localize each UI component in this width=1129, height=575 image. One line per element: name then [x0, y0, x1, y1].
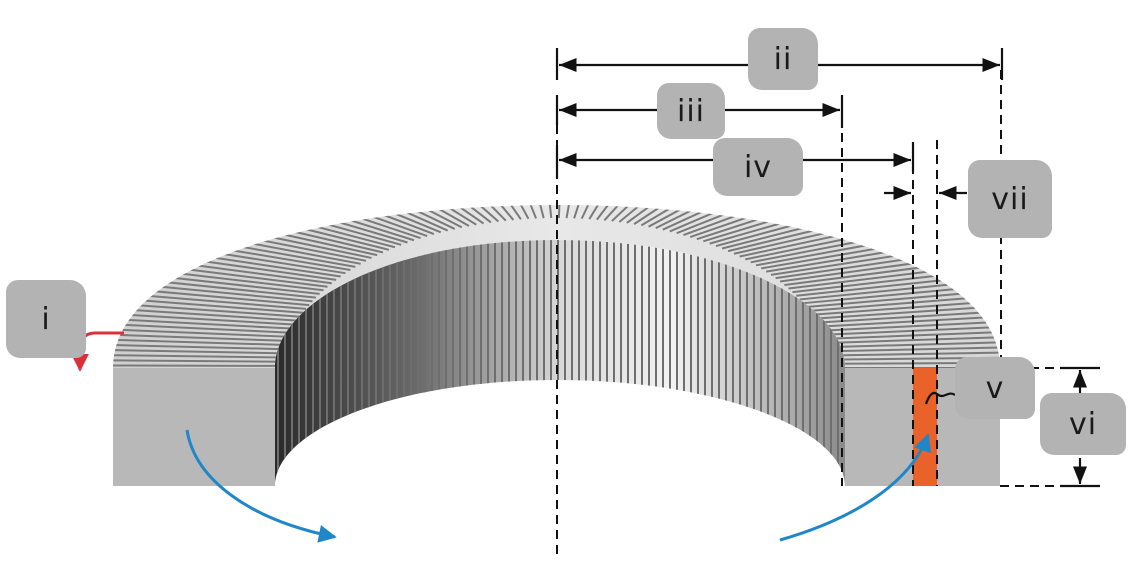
rotation-arrow-right	[779, 433, 931, 542]
label-iv: iv	[713, 138, 803, 196]
label-iii: iii	[657, 83, 725, 139]
highlighted-strip	[913, 368, 937, 486]
label-vi: vi	[1040, 393, 1126, 455]
label-v: v	[955, 357, 1035, 419]
label-vii: vii	[968, 160, 1052, 238]
label-i: i	[6, 280, 86, 358]
rotation-arrow-left	[185, 429, 337, 543]
label-ii: ii	[748, 28, 818, 90]
left-cross-section	[113, 368, 275, 486]
